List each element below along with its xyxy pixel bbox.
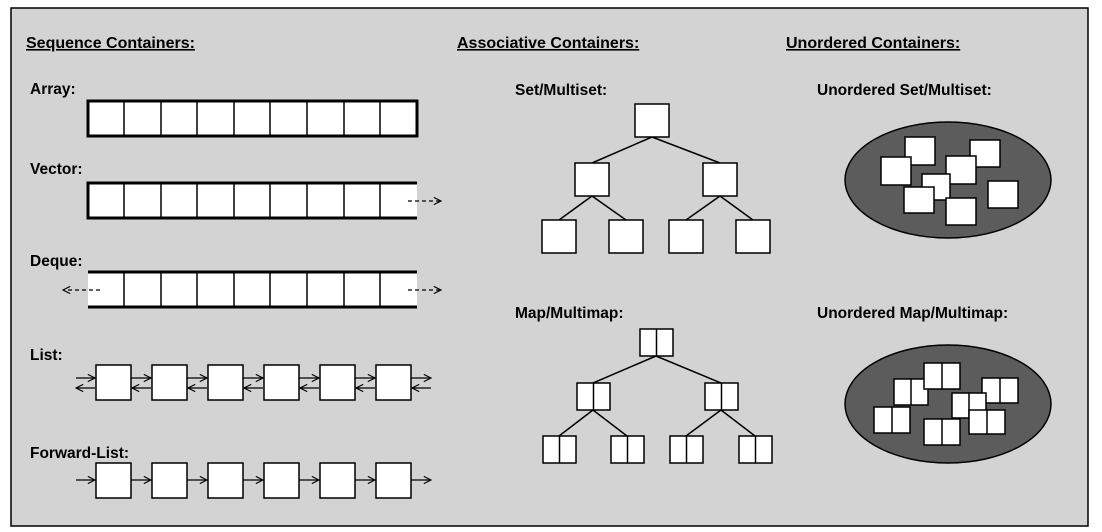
map-tree-node xyxy=(639,328,674,357)
unordered-map-multimap-label: Unordered Map/Multimap: xyxy=(817,305,1008,322)
list-node xyxy=(263,364,300,401)
unordered-set-graphic xyxy=(844,121,1052,239)
deque-graphic xyxy=(63,270,441,309)
list-node xyxy=(95,364,132,401)
map-tree-node xyxy=(576,382,611,411)
map-tree-node xyxy=(704,382,739,411)
forward-list-node xyxy=(207,462,244,499)
set-tree-node xyxy=(735,219,771,254)
unordered-containers-heading: Unordered Containers: xyxy=(786,35,960,52)
array-frame xyxy=(86,99,419,138)
forward-list-node xyxy=(151,462,188,499)
map-tree xyxy=(542,328,773,464)
unordered-map-graphic xyxy=(844,344,1052,464)
associative-containers-heading: Associative Containers: xyxy=(457,35,639,52)
map-multimap-label: Map/Multimap: xyxy=(515,305,624,322)
list-graphic xyxy=(76,364,431,401)
vector-graphic xyxy=(86,181,441,220)
set-tree-node xyxy=(702,162,738,197)
deque-cells xyxy=(123,272,381,307)
deque-label: Deque: xyxy=(30,253,83,270)
array-cells xyxy=(123,101,381,136)
list-node xyxy=(319,364,356,401)
forward-list-node xyxy=(319,462,356,499)
sequence-containers-heading: Sequence Containers: xyxy=(26,35,195,52)
vector-body xyxy=(88,183,417,218)
vector-cells xyxy=(123,183,381,218)
forward-list-node xyxy=(375,462,412,499)
set-tree-node xyxy=(634,103,670,138)
map-tree-node xyxy=(610,435,645,464)
set-tree-node xyxy=(668,219,704,254)
map-tree-edges xyxy=(558,355,756,437)
vector-label: Vector: xyxy=(30,161,83,178)
unordered-set-elements xyxy=(880,136,1019,226)
set-tree-node xyxy=(574,162,610,197)
set-tree-node xyxy=(541,219,577,254)
forward-list-graphic xyxy=(76,462,431,499)
forward-list-node xyxy=(95,462,132,499)
set-multiset-label: Set/Multiset: xyxy=(515,82,607,99)
list-node xyxy=(375,364,412,401)
list-node xyxy=(151,364,188,401)
vector-frame xyxy=(86,181,417,220)
set-tree xyxy=(541,103,771,254)
map-tree-node xyxy=(542,435,577,464)
array-graphic xyxy=(86,99,419,138)
array-label: Array: xyxy=(30,81,76,98)
unordered-map-elements xyxy=(873,362,1019,446)
map-tree-node xyxy=(669,435,704,464)
list-node xyxy=(207,364,244,401)
deque-body xyxy=(88,272,417,307)
set-tree-edges xyxy=(558,136,754,221)
list-label: List: xyxy=(30,347,63,364)
set-tree-node xyxy=(608,219,644,254)
forward-list-node xyxy=(263,462,300,499)
map-tree-node xyxy=(738,435,773,464)
forward-list-label: Forward-List: xyxy=(30,445,129,462)
unordered-set-multiset-label: Unordered Set/Multiset: xyxy=(817,82,992,99)
